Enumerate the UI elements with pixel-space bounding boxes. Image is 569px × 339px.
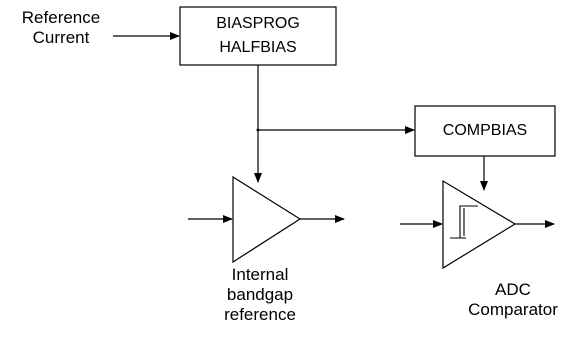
compbias-text: COMPBIAS	[442, 122, 528, 139]
branch-junction	[256, 128, 260, 132]
reference-current-line1: Reference	[21, 8, 101, 27]
bandgap-amplifier-triangle	[232, 175, 302, 264]
bandgap-line1: Internal	[231, 265, 289, 284]
biasprog-label: BIASPROG HALFBIAS	[180, 14, 336, 58]
adc-line2: Comparator	[468, 300, 558, 319]
hysteresis-icon	[450, 205, 478, 239]
adc-line1: ADC	[495, 280, 531, 299]
biasprog-halfbias-box	[179, 6, 337, 66]
biasprog-line2: HALFBIAS	[219, 39, 297, 56]
reference-current-line2: Current	[32, 28, 90, 47]
bandgap-label: Internal bandgap reference	[200, 265, 320, 325]
adc-comparator-label: ADC Comparator	[459, 280, 567, 320]
comparator-triangle	[442, 179, 517, 270]
compbias-box	[414, 105, 556, 157]
bandgap-line3: reference	[224, 305, 296, 324]
biasprog-line1: BIASPROG	[216, 15, 300, 32]
reference-current-label: Reference Current	[6, 8, 116, 48]
bandgap-line2: bandgap	[226, 285, 294, 304]
compbias-label: COMPBIAS	[415, 121, 555, 141]
